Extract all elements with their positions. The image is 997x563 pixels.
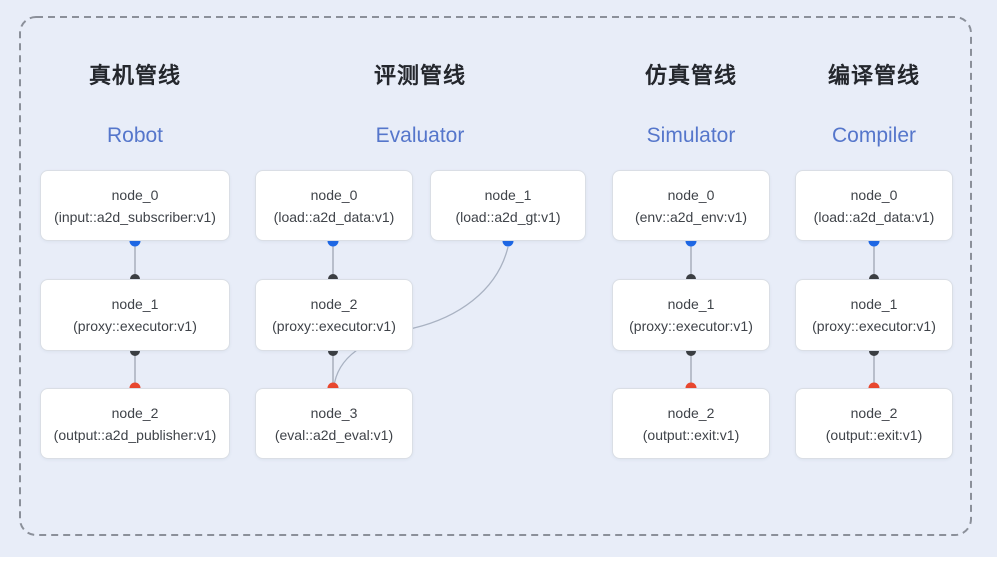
node-impl: (load::a2d_data:v1) xyxy=(273,208,395,225)
node-impl: (load::a2d_gt:v1) xyxy=(455,208,561,225)
node-card-simulator-node0: node_0 (env::a2d_env:v1) xyxy=(612,170,770,241)
node-impl: (proxy::executor:v1) xyxy=(629,318,753,334)
node-card-evaluator-node3: node_3 (eval::a2d_eval:v1) xyxy=(255,388,413,459)
dashed-container-border xyxy=(19,16,972,536)
node-impl: (load::a2d_data:v1) xyxy=(813,208,935,225)
node-card-evaluator-node0: node_0 (load::a2d_data:v1) xyxy=(255,170,413,241)
bottom-edge-strip xyxy=(0,557,997,563)
node-impl: (eval::a2d_eval:v1) xyxy=(274,426,394,443)
node-name: node_2 xyxy=(111,404,159,421)
node-card-evaluator-node2: node_2 (proxy::executor:v1) xyxy=(255,279,413,351)
pipeline-title-en-simulator: Simulator xyxy=(646,124,736,147)
pipeline-title-zh-robot: 真机管线 xyxy=(88,63,182,88)
node-impl: (env::a2d_env:v1) xyxy=(634,208,748,225)
node-impl: (output::exit:v1) xyxy=(642,426,740,443)
node-card-robot-node0: node_0 (input::a2d_subscriber:v1) xyxy=(40,170,230,241)
node-name: node_1 xyxy=(111,296,159,312)
pipeline-title-en-compiler: Compiler xyxy=(831,124,917,147)
node-name: node_2 xyxy=(310,296,358,312)
node-impl: (proxy::executor:v1) xyxy=(272,318,396,334)
node-card-compiler-node2: node_2 (output::exit:v1) xyxy=(795,388,953,459)
connector-evaluator-1-3-curve xyxy=(333,246,509,387)
node-name: node_1 xyxy=(667,296,715,312)
node-name: node_0 xyxy=(310,186,358,203)
node-card-robot-node1: node_1 (proxy::executor:v1) xyxy=(40,279,230,351)
node-card-compiler-node1: node_1 (proxy::executor:v1) xyxy=(795,279,953,351)
node-card-simulator-node1: node_1 (proxy::executor:v1) xyxy=(612,279,770,351)
pipeline-title-zh-evaluator: 评测管线 xyxy=(373,63,467,88)
node-name: node_1 xyxy=(850,296,898,312)
node-card-compiler-node0: node_0 (load::a2d_data:v1) xyxy=(795,170,953,241)
node-name: node_0 xyxy=(850,186,898,203)
node-impl: (proxy::executor:v1) xyxy=(812,318,936,334)
pipeline-title-zh-simulator: 仿真管线 xyxy=(644,63,738,88)
pipeline-title-zh-compiler: 编译管线 xyxy=(827,63,921,88)
pipeline-title-en-robot: Robot xyxy=(106,124,164,147)
node-name: node_0 xyxy=(111,186,159,203)
node-name: node_0 xyxy=(667,186,715,203)
node-impl: (input::a2d_subscriber:v1) xyxy=(54,208,216,225)
node-impl: (output::a2d_publisher:v1) xyxy=(53,426,217,443)
node-name: node_1 xyxy=(484,186,532,203)
node-impl: (output::exit:v1) xyxy=(825,426,923,443)
node-card-simulator-node2: node_2 (output::exit:v1) xyxy=(612,388,770,459)
node-name: node_2 xyxy=(850,404,898,421)
node-name: node_3 xyxy=(310,404,358,421)
node-card-evaluator-node1: node_1 (load::a2d_gt:v1) xyxy=(430,170,586,241)
node-name: node_2 xyxy=(667,404,715,421)
pipeline-title-en-evaluator: Evaluator xyxy=(375,124,465,147)
node-impl: (proxy::executor:v1) xyxy=(73,318,197,334)
node-card-robot-node2: node_2 (output::a2d_publisher:v1) xyxy=(40,388,230,459)
